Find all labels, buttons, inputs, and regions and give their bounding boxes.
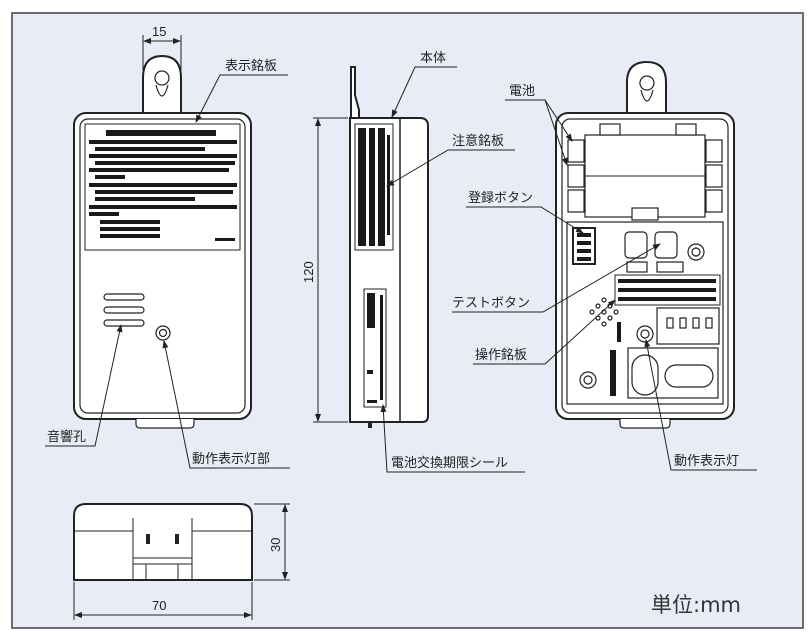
back-view: 電池 登録ボタン テストボタン 操作銘板 動作表示灯 <box>452 60 757 471</box>
bottom-view: 30 70 <box>73 503 290 620</box>
dimension-height: 120 <box>301 261 316 283</box>
dip-switches <box>666 317 713 329</box>
bottom-body <box>73 503 253 581</box>
back-keyhole-icon <box>639 75 655 102</box>
label-sound-holes: 音響孔 <box>47 429 86 445</box>
front-bottom-tab <box>135 419 195 429</box>
front-view: 15 表示銘板 音響孔 動作表示灯部 <box>45 24 290 469</box>
label-operation-nameplate: 操作銘板 <box>475 347 527 363</box>
label-battery: 電池 <box>509 84 535 99</box>
unit-label: 単位:mm <box>651 593 741 617</box>
label-register-button: 登録ボタン <box>468 191 533 206</box>
dimension-depth: 30 <box>268 538 283 552</box>
side-hook <box>350 66 360 119</box>
label-caution-nameplate: 注意銘板 <box>452 133 504 149</box>
label-test-button: テストボタン <box>452 296 530 311</box>
speaker-holes <box>589 297 619 327</box>
label-display-nameplate: 表示銘板 <box>225 59 277 74</box>
sound-holes <box>103 293 145 327</box>
label-main-body: 本体 <box>420 51 446 66</box>
dimension-width: 70 <box>152 598 166 613</box>
keyhole-icon <box>154 70 170 97</box>
battery-clips <box>567 123 723 213</box>
side-view: 120 本体 注意銘板 電池交換期限シール <box>301 51 525 473</box>
nameplate-text-block <box>89 130 237 241</box>
label-indicator-lamp: 動作表示灯 <box>674 454 739 469</box>
label-battery-seal: 電池交換期限シール <box>391 455 508 471</box>
dimension-hook-width: 15 <box>152 24 166 39</box>
label-indicator-lamp-part: 動作表示灯部 <box>192 452 270 467</box>
